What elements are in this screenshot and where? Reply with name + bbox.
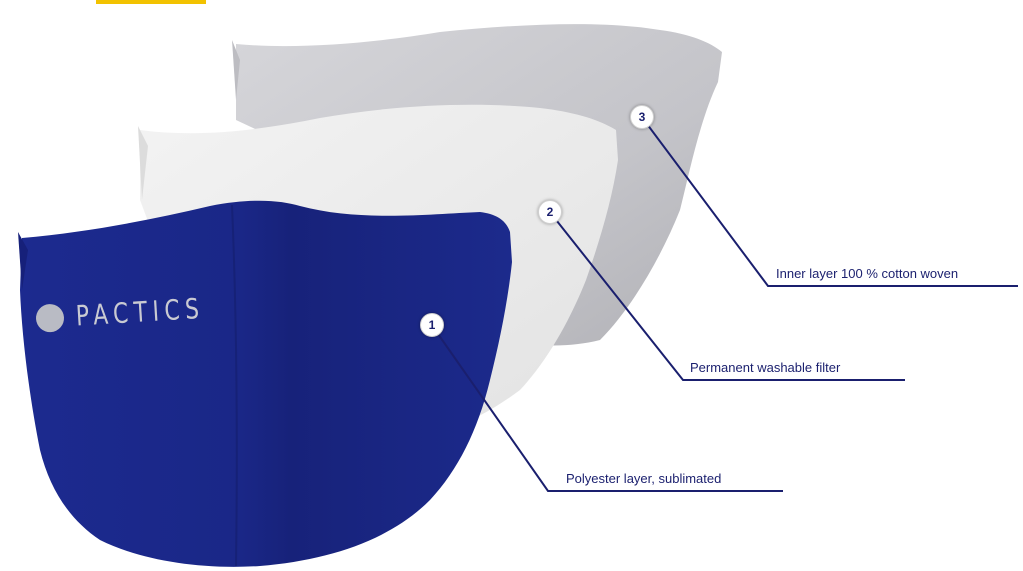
accent-stripe — [96, 0, 206, 4]
layer-2-badge: 2 — [538, 200, 562, 224]
layer-2-label: Permanent washable filter — [690, 360, 840, 376]
layer-3-label: Inner layer 100 % cotton woven — [776, 266, 958, 282]
polyester-layer — [20, 201, 512, 567]
layer-3-badge: 3 — [630, 105, 654, 129]
layer-1-badge: 1 — [420, 313, 444, 337]
leader-line-3 — [641, 116, 1018, 286]
layer-1-label: Polyester layer, sublimated — [566, 471, 721, 487]
brand-dot-icon — [35, 303, 65, 333]
